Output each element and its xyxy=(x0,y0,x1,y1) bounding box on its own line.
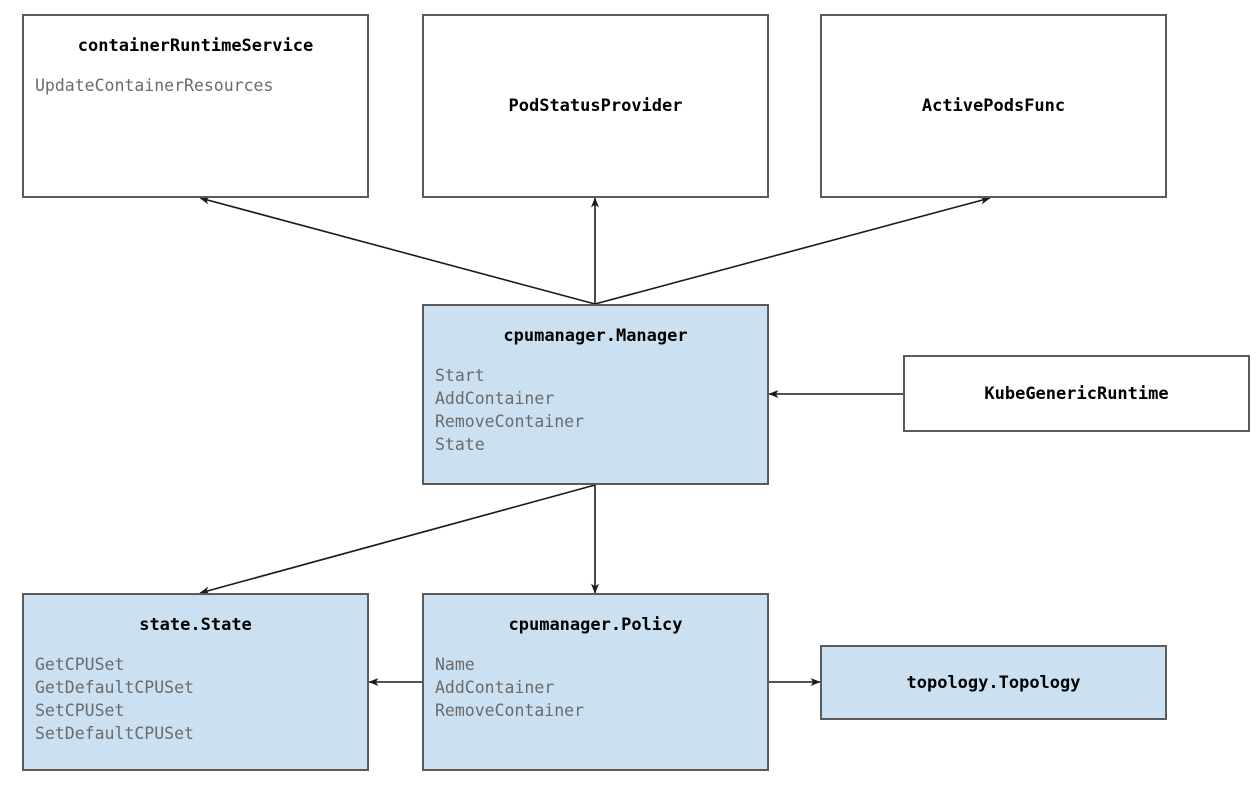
node-member: RemoveContainer xyxy=(435,701,585,720)
node-title: cpumanager.Manager xyxy=(503,326,688,346)
node-PodStatusProvider[interactable]: PodStatusProvider xyxy=(422,14,769,198)
edge-manager-to-state xyxy=(199,484,596,595)
node-member: RemoveContainer xyxy=(435,412,585,431)
node-member: State xyxy=(435,435,485,454)
node-member: AddContainer xyxy=(435,389,555,408)
node-topology.Topology[interactable]: topology.Topology xyxy=(820,645,1167,720)
node-member: AddContainer xyxy=(435,678,555,697)
node-member: Start xyxy=(435,366,485,385)
node-title: KubeGenericRuntime xyxy=(984,383,1169,404)
edge-manager-to-activePodsFunc xyxy=(594,196,991,305)
node-title: containerRuntimeService xyxy=(77,36,314,56)
node-title: ActivePodsFunc xyxy=(921,96,1066,116)
node-KubeGenericRuntime[interactable]: KubeGenericRuntime xyxy=(903,355,1250,432)
node-member: SetCPUSet xyxy=(35,701,125,720)
node-ActivePodsFunc[interactable]: ActivePodsFunc xyxy=(820,14,1167,198)
node-title: cpumanager.Policy xyxy=(508,615,683,635)
node-member: GetCPUSet xyxy=(35,655,125,674)
node-member: SetDefaultCPUSet xyxy=(35,724,194,743)
node-member-list: UpdateContainerResources xyxy=(35,74,361,97)
node-member: Name xyxy=(435,655,475,674)
node-member: UpdateContainerResources xyxy=(35,76,274,95)
node-title: topology.Topology xyxy=(906,672,1081,693)
node-title: state.State xyxy=(139,615,252,635)
node-title: PodStatusProvider xyxy=(508,96,683,116)
node-member: GetDefaultCPUSet xyxy=(35,678,194,697)
edge-manager-to-containerRuntimeService xyxy=(199,196,596,305)
